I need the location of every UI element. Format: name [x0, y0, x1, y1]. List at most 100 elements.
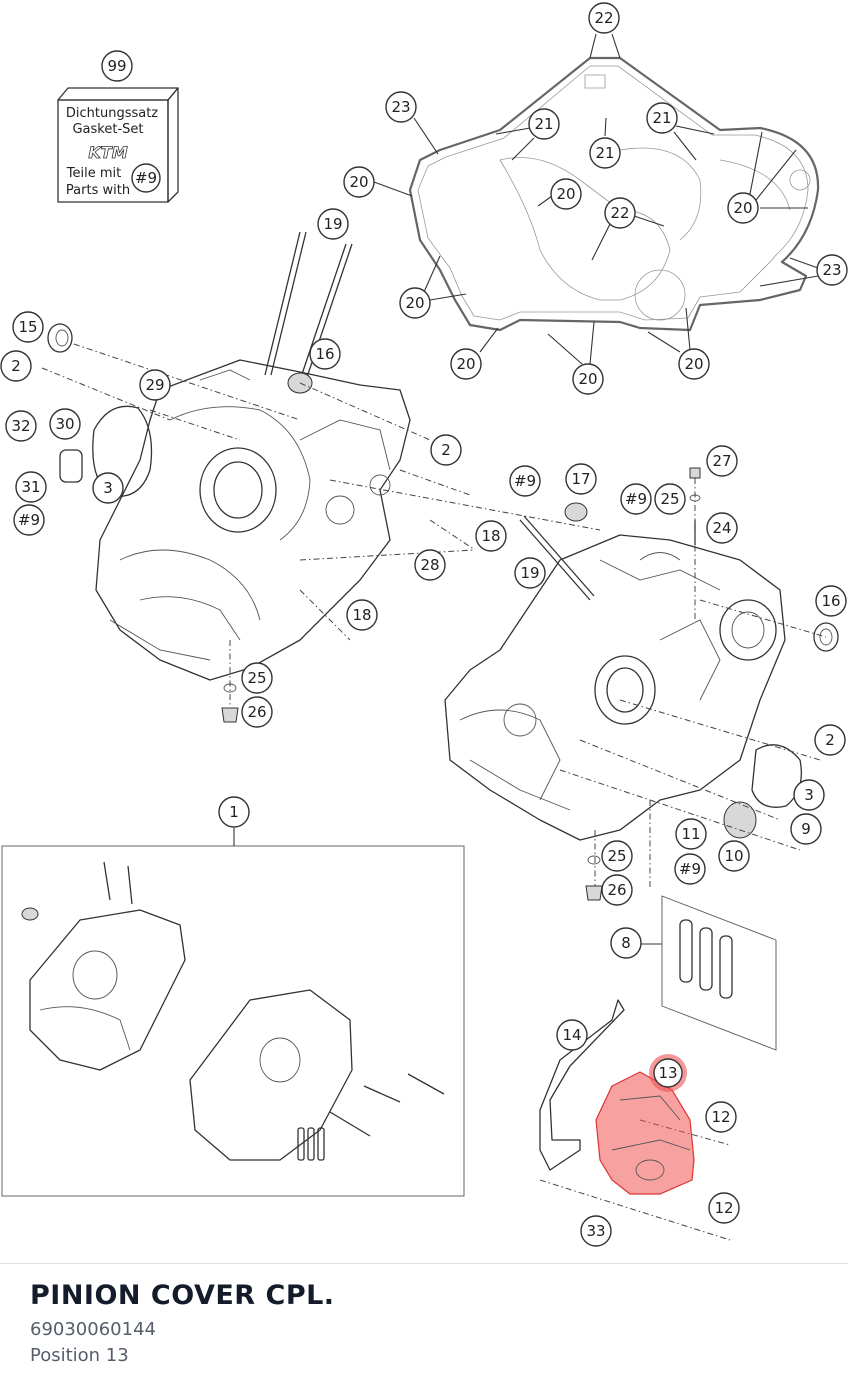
callout-23-right[interactable]: 23: [816, 254, 848, 286]
callout-26-left[interactable]: 26: [241, 696, 273, 728]
callout-12-lower[interactable]: 12: [708, 1192, 740, 1224]
callout-28[interactable]: 28: [414, 549, 446, 581]
callout-21-right[interactable]: 21: [646, 102, 678, 134]
callout-9ref-left[interactable]: #9: [13, 504, 45, 536]
callout-27[interactable]: 27: [706, 445, 738, 477]
svg-text:23: 23: [822, 261, 841, 279]
callout-2-right[interactable]: 2: [814, 724, 846, 756]
callout-14[interactable]: 14: [556, 1019, 588, 1051]
callout-20-inner[interactable]: 20: [550, 178, 582, 210]
svg-text:33: 33: [586, 1222, 605, 1240]
svg-text:3: 3: [103, 479, 113, 497]
callout-16-left[interactable]: 16: [309, 338, 341, 370]
callout-12-upper[interactable]: 12: [705, 1101, 737, 1133]
svg-text:31: 31: [21, 478, 40, 496]
svg-text:#9: #9: [514, 472, 536, 490]
callout-25-right[interactable]: 25: [601, 840, 633, 872]
callout-9ref-low[interactable]: #9: [674, 853, 706, 885]
svg-text:#9: #9: [135, 169, 157, 187]
callout-11[interactable]: 11: [675, 818, 707, 850]
svg-text:1: 1: [229, 803, 239, 821]
pinion-cover-highlight[interactable]: [595, 1071, 695, 1195]
callout-20-left[interactable]: 20: [399, 287, 431, 319]
callout-23-left[interactable]: 23: [385, 91, 417, 123]
svg-text:16: 16: [315, 345, 334, 363]
right-crankcase-half[interactable]: [444, 534, 786, 841]
callout-30[interactable]: 30: [49, 408, 81, 440]
svg-text:14: 14: [562, 1026, 581, 1044]
part-position: Position 13: [30, 1345, 129, 1366]
svg-text:13: 13: [658, 1064, 677, 1082]
svg-text:#9: #9: [625, 490, 647, 508]
callout-20-right[interactable]: 20: [727, 192, 759, 224]
callout-9ref-top[interactable]: #9: [620, 483, 652, 515]
svg-text:#9: #9: [18, 511, 40, 529]
kit-ref-callout: #9: [131, 163, 161, 193]
part-title: PINION COVER CPL.: [30, 1280, 335, 1311]
callout-20-bottom-left[interactable]: 20: [450, 348, 482, 380]
svg-text:15: 15: [18, 318, 37, 336]
callout-18-lower[interactable]: 18: [346, 599, 378, 631]
svg-text:19: 19: [520, 564, 539, 582]
callout-17[interactable]: 17: [565, 463, 597, 495]
callout-31[interactable]: 31: [15, 471, 47, 503]
callout-10[interactable]: 10: [718, 840, 750, 872]
callout-22-mid[interactable]: 22: [604, 197, 636, 229]
kit-line-2: Gasket-Set: [72, 122, 143, 137]
left-crankcase-half[interactable]: [95, 359, 411, 681]
callout-16-right[interactable]: 16: [815, 585, 847, 617]
callout-15[interactable]: 15: [12, 311, 44, 343]
ktm-logo: KTM: [88, 143, 127, 162]
callout-20-upper-left[interactable]: 20: [343, 166, 375, 198]
callout-3-left[interactable]: 3: [92, 472, 124, 504]
callout-24[interactable]: 24: [706, 512, 738, 544]
callout-9[interactable]: 9: [790, 813, 822, 845]
callout-18-upper[interactable]: 18: [475, 520, 507, 552]
callout-33[interactable]: 33: [580, 1215, 612, 1247]
callout-1[interactable]: 1: [218, 796, 250, 828]
callout-19-right[interactable]: 19: [514, 557, 546, 589]
callout-21-center[interactable]: 21: [589, 137, 621, 169]
callout-2-far-left[interactable]: 2: [0, 350, 32, 382]
svg-text:99: 99: [107, 57, 126, 75]
callout-13[interactable]: 13: [653, 1058, 683, 1088]
callout-99[interactable]: 99: [101, 50, 133, 82]
svg-text:3: 3: [804, 786, 814, 804]
assembly-overview-box[interactable]: [1, 845, 465, 1197]
gasket-set-box[interactable]: Dichtungssatz Gasket-Set KTM Teile mit P…: [57, 87, 179, 203]
svg-text:10: 10: [724, 847, 743, 865]
svg-text:25: 25: [247, 669, 266, 687]
svg-text:17: 17: [571, 470, 590, 488]
svg-text:2: 2: [11, 357, 21, 375]
callout-25-left[interactable]: 25: [241, 662, 273, 694]
svg-text:28: 28: [420, 556, 439, 574]
callout-22-top[interactable]: 22: [588, 2, 620, 34]
svg-text:16: 16: [821, 592, 840, 610]
leader-lines: [233, 33, 819, 945]
callout-2-mid[interactable]: 2: [430, 434, 462, 466]
svg-text:32: 32: [11, 417, 30, 435]
svg-text:23: 23: [391, 98, 410, 116]
svg-text:#9: #9: [679, 860, 701, 878]
callout-8[interactable]: 8: [610, 927, 642, 959]
callout-19-left[interactable]: 19: [317, 208, 349, 240]
svg-text:20: 20: [578, 370, 597, 388]
callout-29[interactable]: 29: [139, 369, 171, 401]
svg-text:30: 30: [55, 415, 74, 433]
svg-text:29: 29: [145, 376, 164, 394]
kit-line-3: Teile mit: [66, 166, 121, 181]
svg-text:9: 9: [801, 820, 811, 838]
svg-text:18: 18: [352, 606, 371, 624]
svg-text:18: 18: [481, 527, 500, 545]
exploded-parts-diagram: Dichtungssatz Gasket-Set KTM Teile mit P…: [0, 2, 848, 1247]
svg-text:22: 22: [594, 9, 613, 27]
callout-3-right[interactable]: 3: [793, 779, 825, 811]
callout-9ref-mid[interactable]: #9: [509, 465, 541, 497]
callout-25-top[interactable]: 25: [654, 483, 686, 515]
callout-20-bottom-right[interactable]: 20: [678, 348, 710, 380]
callout-32[interactable]: 32: [5, 410, 37, 442]
svg-text:11: 11: [681, 825, 700, 843]
callout-26-right[interactable]: 26: [601, 874, 633, 906]
callout-20-bottom-mid[interactable]: 20: [572, 363, 604, 395]
callout-21-left[interactable]: 21: [528, 108, 560, 140]
